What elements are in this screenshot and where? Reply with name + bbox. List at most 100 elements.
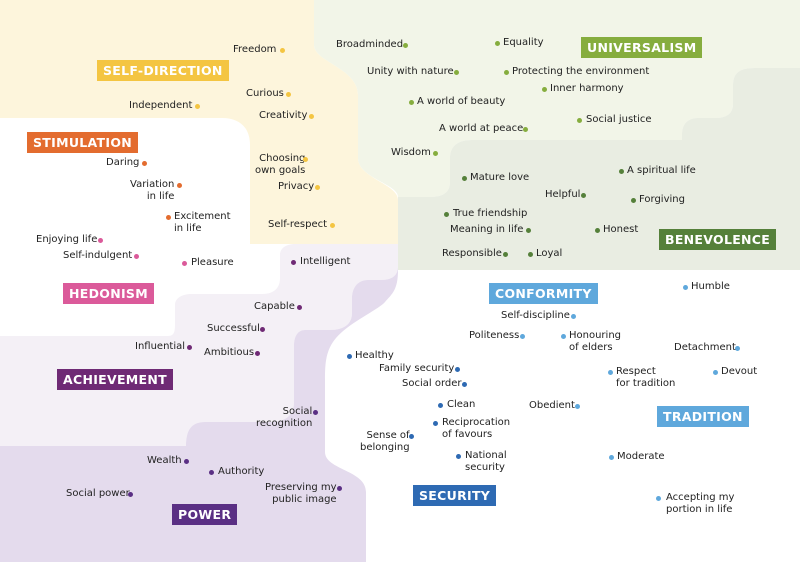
value-dot-mature-love	[461, 175, 467, 181]
value-label-honest: Honest	[603, 224, 638, 236]
value-dot-true-friendship	[443, 211, 449, 217]
value-dot-humble	[682, 284, 688, 290]
value-label-line: Ambitious	[204, 347, 255, 358]
value-label-line: Humble	[691, 281, 730, 292]
value-label-curious: Curious	[246, 88, 284, 100]
value-label-ambitious: Ambitious	[204, 347, 254, 359]
value-label-wealth: Wealth	[147, 455, 182, 467]
value-label-line: Variation	[130, 179, 175, 190]
value-dot-variation-in-life	[176, 182, 182, 188]
value-label-line: Meaning in life	[450, 224, 524, 235]
value-label-independent: Independent	[129, 100, 192, 112]
value-label-self-discipline: Self-discipline	[501, 310, 570, 322]
value-dot-sense-of-belonging	[408, 433, 414, 439]
value-label-obedient: Obedient	[529, 400, 575, 412]
value-label-line: Devout	[721, 366, 758, 377]
value-label-line: Sense of	[366, 430, 410, 441]
value-dot-creativity	[308, 113, 314, 119]
value-dot-enjoying-life	[97, 237, 103, 243]
value-dot-self-indulgent	[133, 253, 139, 259]
value-label-line: Social power	[66, 488, 130, 499]
value-label-line: Self-indulgent	[63, 250, 133, 261]
value-label-enjoying-life: Enjoying life	[36, 234, 97, 246]
value-label-politeness: Politeness	[469, 330, 519, 342]
value-dot-helpful	[580, 192, 586, 198]
value-dot-intelligent	[290, 259, 296, 265]
value-label-line: Self-respect	[268, 219, 328, 230]
value-dot-inner-harmony	[541, 86, 547, 92]
value-label-a-spiritual-life: A spiritual life	[627, 165, 696, 177]
value-label-line: Honest	[603, 224, 639, 235]
value-label-line: own goals	[255, 165, 306, 176]
value-dot-national-security	[455, 453, 461, 459]
value-dot-pleasure	[181, 260, 187, 266]
value-label-family-security: Family security	[379, 363, 454, 375]
value-dot-privacy	[314, 184, 320, 190]
value-label-a-world-of-beauty: A world of beauty	[417, 96, 505, 108]
value-label-wisdom: Wisdom	[391, 147, 431, 159]
value-label-line: of favours	[442, 429, 493, 440]
value-label-detachment: Detachment	[674, 342, 736, 354]
value-label-line: in life	[146, 191, 175, 202]
value-label-line: Politeness	[469, 330, 520, 341]
value-label-devout: Devout	[721, 366, 757, 378]
value-label-line: Wealth	[147, 455, 182, 466]
value-label-line: Creativity	[259, 110, 308, 121]
value-label-intelligent: Intelligent	[300, 256, 350, 268]
value-label-forgiving: Forgiving	[639, 194, 685, 206]
value-label-line: Detachment	[674, 342, 736, 353]
value-label-line: Pleasure	[191, 257, 234, 268]
region-achievement	[0, 244, 398, 446]
value-label-line: Independent	[129, 100, 193, 111]
value-label-line: Preserving my	[265, 482, 337, 493]
value-dot-politeness	[519, 333, 525, 339]
value-label-line: Daring	[106, 157, 140, 168]
category-power: POWER	[172, 504, 238, 525]
value-label-line: Influential	[135, 341, 186, 352]
region-power	[0, 266, 398, 562]
value-label-creativity: Creativity	[259, 110, 307, 122]
value-label-line: Freedom	[233, 44, 277, 55]
value-label-line: belonging	[360, 442, 410, 453]
value-dot-loyal	[527, 251, 533, 257]
value-label-line: Inner harmony	[550, 83, 624, 94]
value-label-line: True friendship	[453, 208, 528, 219]
value-label-social-order: Social order	[402, 378, 462, 390]
value-dot-independent	[194, 103, 200, 109]
value-dot-protecting-the-environment	[503, 69, 509, 75]
category-benevolence: BENEVOLENCE	[659, 229, 777, 250]
value-label-line: recognition	[256, 418, 313, 429]
value-dot-respect-for-tradition	[607, 369, 613, 375]
value-label-influential: Influential	[135, 341, 185, 353]
value-label-line: security	[465, 462, 505, 473]
value-dot-preserving-my-public-image	[336, 485, 342, 491]
value-label-line: National	[465, 450, 507, 461]
value-dot-a-spiritual-life	[618, 168, 624, 174]
value-label-line: in life	[174, 223, 202, 234]
value-label-a-world-at-peace: A world at peace	[439, 123, 523, 135]
category-stimulation: STIMULATION	[27, 132, 139, 153]
value-dot-reciprocation-of-favours	[432, 420, 438, 426]
category-self-direction: SELF-DIRECTION	[97, 60, 229, 81]
category-conformity: CONFORMITY	[489, 283, 598, 304]
value-dot-wealth	[183, 458, 189, 464]
category-tradition: TRADITION	[657, 406, 749, 427]
value-dot-responsible	[502, 251, 508, 257]
value-dot-devout	[712, 369, 718, 375]
value-label-line: for tradition	[616, 378, 676, 389]
value-label-line: Respect	[616, 366, 656, 377]
value-label-line: Self-discipline	[501, 310, 570, 321]
value-label-line: Social order	[402, 378, 462, 389]
value-label-line: Mature love	[470, 172, 530, 183]
category-security: SECURITY	[413, 485, 497, 506]
value-label-broadminded: Broadminded	[336, 39, 403, 51]
value-label-line: Intelligent	[300, 256, 351, 267]
value-label-line: Forgiving	[639, 194, 685, 205]
value-label-equality: Equality	[503, 37, 544, 49]
value-dot-social-justice	[576, 117, 582, 123]
value-label-line: Unity with nature	[367, 66, 454, 77]
